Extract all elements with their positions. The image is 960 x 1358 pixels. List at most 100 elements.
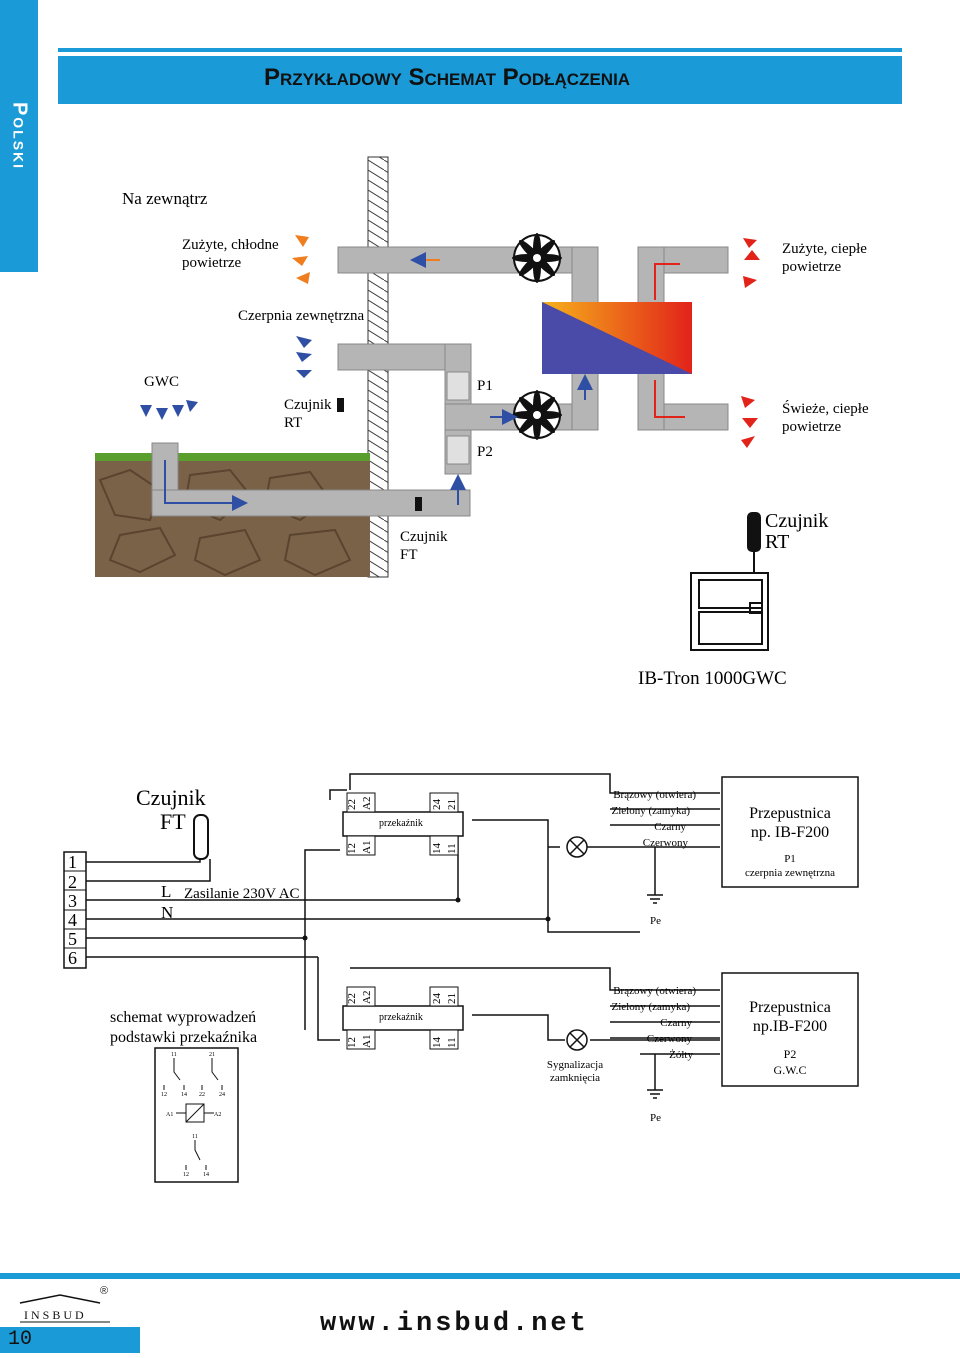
- terminal-3: 3: [68, 891, 77, 911]
- wire1-red: Czerwony: [643, 837, 689, 849]
- p2-label: P2: [477, 444, 493, 460]
- wire1-brown: Brązowy (otwiera): [613, 789, 696, 801]
- title-bar: Przykładowy Schemat Podłączenia: [58, 48, 902, 104]
- relay1-pin-12: 12: [346, 843, 358, 854]
- base-pin-a2: A2: [214, 1112, 221, 1118]
- lamp-2: [566, 1029, 588, 1051]
- heat-exchanger-cold: [542, 302, 692, 374]
- sensor-rt-right: [747, 512, 761, 552]
- wire1-green: Zielony (zamyka): [612, 805, 691, 817]
- terminal-1: 1: [68, 852, 77, 872]
- duct-arrows: [164, 252, 685, 511]
- relay2-pin-11: 11: [446, 1037, 458, 1048]
- terminal-5: 5: [68, 929, 77, 949]
- sensor-rt-left-label-2: RT: [284, 415, 302, 431]
- air-arrows-intake: [296, 336, 312, 378]
- relay-1: [342, 792, 464, 856]
- signal-label-1: Sygnalizacja: [547, 1059, 603, 1071]
- relay2-pin-12: 12: [346, 1037, 358, 1048]
- sensor-ft-top: [415, 497, 422, 511]
- damper-p1: [446, 371, 470, 401]
- power-label: Zasilanie 230V AC: [184, 886, 300, 902]
- page-number: 10: [8, 1328, 33, 1351]
- relay2-pin-14: 14: [431, 1037, 443, 1049]
- sensor-rt-left-label-1: Czujnik: [284, 397, 332, 413]
- relay1-pin-22: 22: [346, 799, 358, 810]
- footer-rule: [0, 1273, 960, 1279]
- fan-supply: [512, 390, 562, 440]
- sensor-ft-label-1: Czujnik: [400, 529, 448, 545]
- base-pin-12: 12: [161, 1092, 167, 1098]
- title-box: [58, 56, 902, 104]
- ground-symbol-1: [647, 894, 663, 904]
- base-pin-12b: 12: [183, 1172, 189, 1178]
- wire2-black: Czarny: [660, 1017, 692, 1029]
- exhaust-cool-label-1: Zużyte, chłodne: [182, 237, 279, 253]
- gwc-label: GWC: [144, 374, 179, 390]
- line-n-label: N: [161, 903, 173, 922]
- page-number-box: 10: [0, 1327, 140, 1353]
- footer: INSBUD ® 10 www.insbud.net: [0, 1273, 960, 1358]
- exhaust-warm-label-1: Zużyte, ciepłe: [782, 241, 867, 257]
- p1-label: P1: [477, 378, 493, 394]
- base-pin-22: 22: [199, 1092, 205, 1098]
- relay2-pin-a2: A2: [361, 991, 373, 1004]
- relay2-pin-24: 24: [431, 993, 443, 1005]
- relay-2: [342, 986, 464, 1050]
- damper1-sub-2: czerpnia zewnętrzna: [745, 867, 835, 879]
- wire2-green: Zielony (zamyka): [612, 1001, 691, 1013]
- base-pin-a1: A1: [166, 1112, 173, 1118]
- air-arrows-fresh: [741, 396, 758, 448]
- base-scheme-contacts: [163, 1058, 223, 1170]
- base-pin-24: 24: [219, 1092, 225, 1098]
- base-scheme-label-1: schemat wyprowadzeń: [110, 1009, 256, 1026]
- air-arrows-exhaust-cool: [292, 235, 310, 284]
- page-title: Przykładowy Schemat Podłączenia: [264, 64, 631, 91]
- sensor-rt-left: [337, 398, 344, 412]
- relay2-pin-22: 22: [346, 993, 358, 1004]
- insbud-logo: INSBUD: [19, 1294, 110, 1323]
- damper2-sub-1: P2: [784, 1047, 797, 1061]
- exhaust-warm-label-2: powietrze: [782, 259, 841, 275]
- relay1-label: przekaźnik: [379, 818, 423, 829]
- grass: [95, 453, 370, 461]
- website-url[interactable]: www.insbud.net: [320, 1309, 589, 1339]
- damper2-label-2: np.IB-F200: [753, 1018, 827, 1035]
- base-pin-14b: 14: [203, 1172, 209, 1178]
- relay1-pin-a1: A1: [361, 841, 373, 854]
- wiring-sensor-ft-label-1: Czujnik: [136, 785, 206, 810]
- exhaust-cool-label-2: powietrze: [182, 255, 241, 271]
- relay1-pin-21: 21: [446, 799, 458, 810]
- title-rule: [58, 48, 902, 52]
- base-pin-11b: 11: [192, 1134, 198, 1140]
- controller-label: IB-Tron 1000GWC: [638, 668, 787, 689]
- pe-label-2: Pe: [650, 1112, 661, 1124]
- relay2-label: przekaźnik: [379, 1012, 423, 1023]
- relay1-pin-14: 14: [431, 843, 443, 855]
- fan-exhaust: [512, 233, 562, 283]
- terminal-4: 4: [68, 910, 77, 930]
- terminal-2: 2: [68, 872, 77, 892]
- damper1-label-1: Przepustnica: [749, 805, 831, 822]
- wire2-yellow: Żółty: [669, 1049, 693, 1061]
- damper-box-1: [721, 776, 859, 888]
- damper2-sub-2: G.W.C: [774, 1063, 807, 1077]
- sensor-rt-right-label-1: Czujnik: [765, 510, 828, 532]
- base-pin-14: 14: [181, 1092, 187, 1098]
- relay2-pin-a1: A1: [361, 1035, 373, 1048]
- fresh-warm-label-1: Świeże, ciepłe: [782, 400, 869, 417]
- language-tab: Polski: [0, 0, 38, 272]
- ducts: [151, 246, 729, 517]
- terminal-6: 6: [68, 948, 77, 968]
- connection-diagram: Na zewnątrz: [63, 156, 869, 1183]
- base-pin-21: 21: [209, 1052, 215, 1058]
- wires: [86, 773, 720, 1090]
- controller-box: [690, 572, 769, 651]
- wiring-sensor-ft-label-2: FT: [160, 809, 186, 834]
- wire2-red: Czerwony: [647, 1033, 693, 1045]
- relay1-pin-a2: A2: [361, 797, 373, 810]
- base-scheme-label-2: podstawki przekaźnika: [110, 1029, 257, 1046]
- damper1-label-2: np. IB-F200: [751, 824, 829, 841]
- damper-p2: [446, 435, 470, 465]
- line-l-label: L: [161, 882, 171, 901]
